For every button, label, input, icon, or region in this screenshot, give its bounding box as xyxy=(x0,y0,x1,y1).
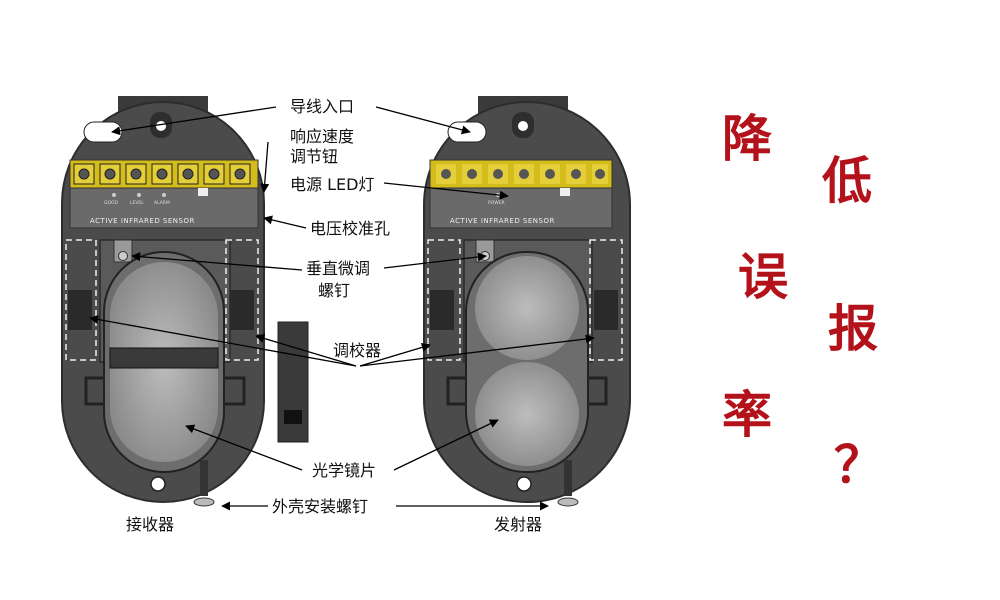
receiver-indicator-level: LEVEL xyxy=(130,200,144,206)
headline-char-jiang: 降 xyxy=(722,110,772,168)
label-vertical-screw-line1: 垂直微调 xyxy=(306,259,370,278)
label-receiver: 接收器 xyxy=(126,515,174,534)
transmitter-housing-screw xyxy=(564,460,572,496)
transmitter-left-calibrator-area xyxy=(427,239,461,361)
receiver-sensor-name: ACTIVE INFRARED SENSOR xyxy=(90,217,195,225)
transmitter-indicator-power: POWER xyxy=(488,200,505,206)
receiver-right-calibrator xyxy=(230,290,254,330)
label-response-speed-line1: 响应速度 xyxy=(290,127,354,146)
label-calibrator: 调校器 xyxy=(333,341,381,360)
transmitter-panel xyxy=(429,187,613,229)
label-wire-inlet: 导线入口 xyxy=(290,97,354,116)
headline-char-lv: 率 xyxy=(722,386,772,444)
receiver-housing-screw xyxy=(200,460,208,496)
leader-lines xyxy=(89,106,595,511)
transmitter-right-calibrator-area xyxy=(589,239,623,361)
calibrator-tool xyxy=(277,321,309,443)
receiver-unit: GOOD LEVEL ALARM ACTIVE INFRARED SENSOR xyxy=(61,96,265,507)
receiver-indicator-good: GOOD xyxy=(104,200,119,206)
receiver-terminals xyxy=(73,163,251,185)
receiver-indicator-alarm: ALARM xyxy=(154,200,170,206)
receiver-left-calibrator xyxy=(68,290,92,330)
receiver-response-knob xyxy=(198,188,208,196)
headline-char-question: ？ xyxy=(834,436,884,494)
transmitter-sensor-name: ACTIVE INFRARED SENSOR xyxy=(450,217,555,225)
receiver-lens-clip xyxy=(109,347,219,369)
label-transmitter: 发射器 xyxy=(494,515,542,534)
transmitter-upper-lens xyxy=(475,256,579,360)
transmitter-left-calibrator xyxy=(430,290,454,330)
receiver-vertical-screw xyxy=(118,251,128,261)
transmitter-lower-lens xyxy=(475,362,579,466)
transmitter-bottom-mount-hole xyxy=(516,476,532,492)
receiver-left-calibrator-area xyxy=(65,239,97,361)
label-power-led: 电源 LED灯 xyxy=(290,175,374,194)
label-response-speed-line2: 调节钮 xyxy=(290,147,338,166)
transmitter-unit: POWER ACTIVE INFRARED SENSOR xyxy=(423,96,631,507)
label-housing-screw: 外壳安装螺钉 xyxy=(272,497,368,516)
transmitter-terminals xyxy=(436,164,608,184)
transmitter-wire-inlet xyxy=(447,121,487,143)
headline-char-bao: 报 xyxy=(828,300,878,358)
label-vertical-screw-line2: 螺钉 xyxy=(318,281,350,300)
label-voltage-hole: 电压校准孔 xyxy=(310,219,390,238)
headline-char-di: 低 xyxy=(822,152,872,210)
headline-char-wu: 误 xyxy=(738,248,788,306)
transmitter-right-calibrator xyxy=(594,290,618,330)
receiver-top-mount-hole xyxy=(156,121,166,131)
receiver-bottom-mount-hole xyxy=(150,476,166,492)
receiver-right-calibrator-area xyxy=(225,239,259,361)
label-optical-lens: 光学镜片 xyxy=(312,461,376,480)
